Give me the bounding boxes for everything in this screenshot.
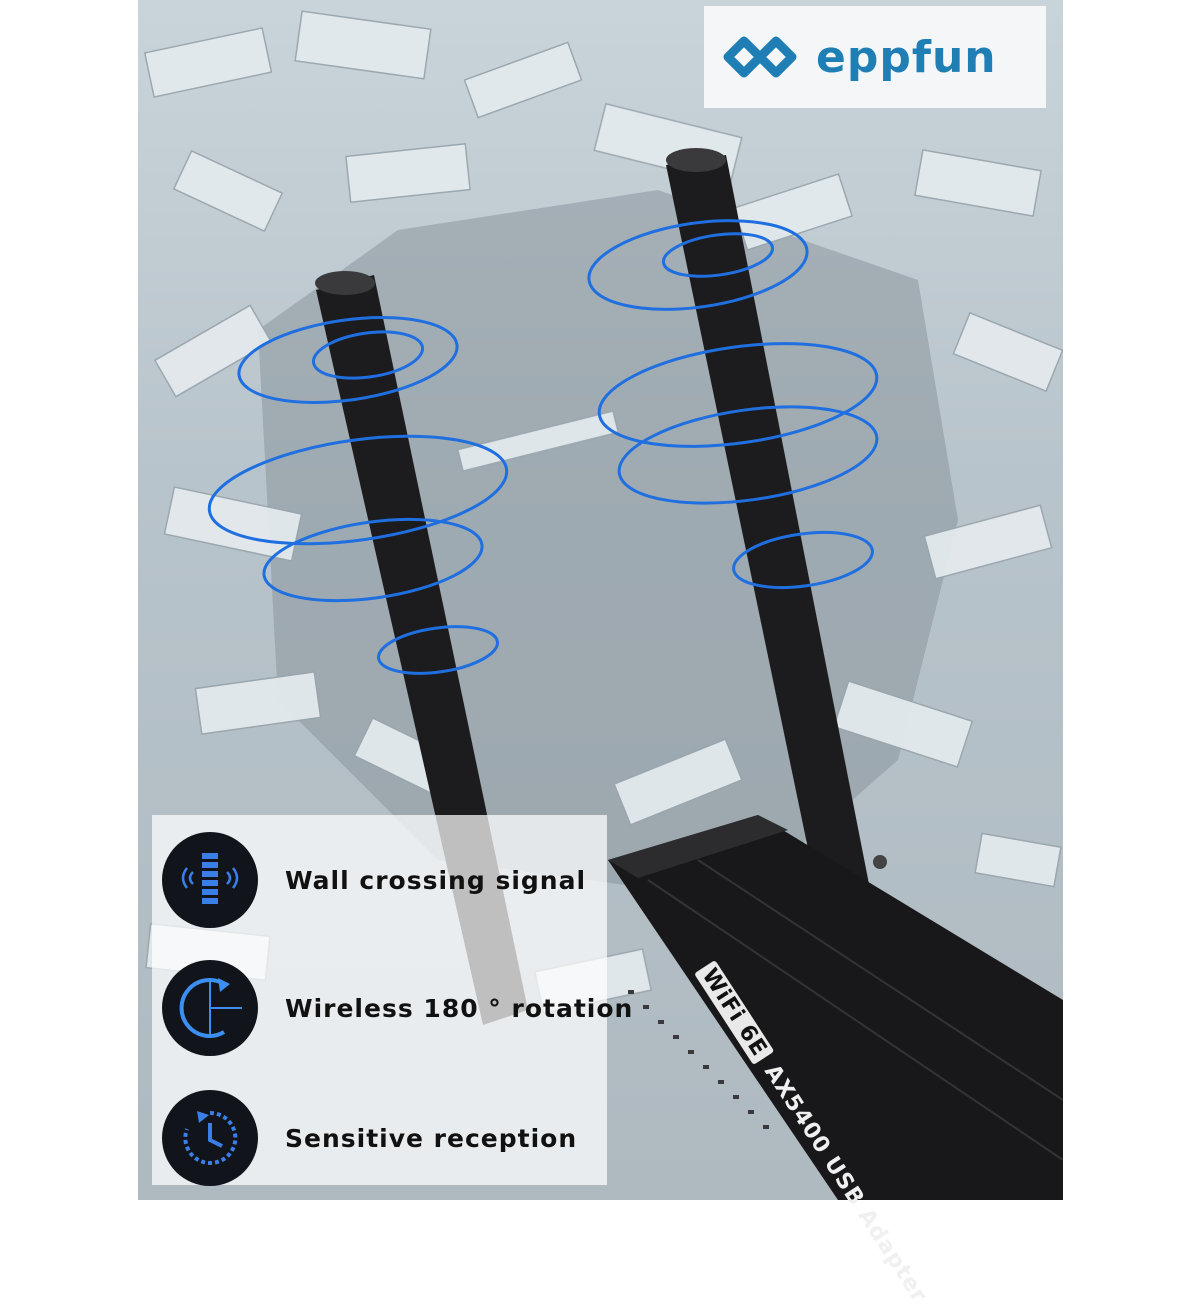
feature-label: Sensitive reception — [285, 1123, 578, 1153]
brand-logo: eppfun — [704, 6, 1046, 108]
usb-adapter-body — [608, 815, 1063, 1200]
feature-label: Wall crossing signal — [285, 865, 587, 895]
signal-waves — [207, 219, 879, 675]
feature-wall-crossing: Wall crossing signal — [152, 825, 607, 935]
eppfun-logo-icon — [723, 36, 797, 78]
wall-signal-icon — [162, 832, 258, 928]
feature-panel: Wall crossing signal Wireless 180 ° rota… — [152, 815, 632, 1186]
feature-rotation: Wireless 180 ° rotation — [152, 953, 632, 1063]
rotation-icon — [162, 960, 258, 1056]
feature-reception: Sensitive reception — [152, 1083, 607, 1193]
right-antenna — [666, 148, 887, 945]
clock-reception-icon — [162, 1090, 258, 1186]
brand-name: eppfun — [816, 31, 997, 83]
feature-label: Wireless 180 ° rotation — [285, 993, 634, 1023]
